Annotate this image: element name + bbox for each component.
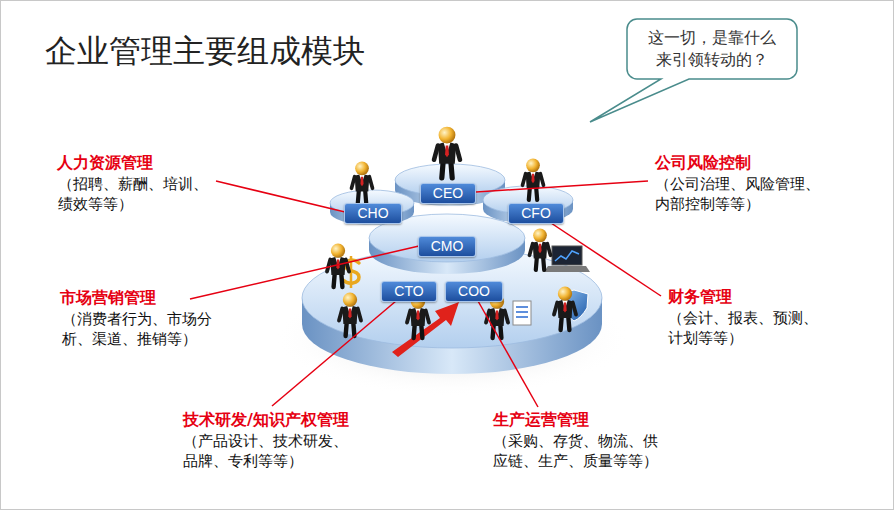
callout-text: （产品设计、技术研发、 品牌、专利等等） — [183, 431, 359, 471]
node-text: CHO — [345, 204, 400, 223]
document-icon — [513, 301, 531, 325]
node-text: CTO — [382, 282, 435, 301]
callout-text: （公司治理、风险管理、 内部控制等等） — [655, 174, 831, 214]
laptop-screen — [552, 246, 582, 265]
node-text: 这一切，是靠什么 来引领转动的？ — [641, 27, 783, 71]
leader-line — [551, 223, 661, 296]
callout-heading: 财务管理 — [668, 287, 732, 307]
figurine — [554, 287, 576, 330]
document-page — [513, 301, 531, 325]
leader-line — [272, 301, 396, 406]
role-box: COO — [445, 281, 503, 302]
leader-lines — [190, 181, 661, 407]
node-text: COO — [446, 282, 502, 301]
figurine — [339, 293, 361, 336]
node-text: CEO — [421, 184, 475, 203]
role-box: CMO — [418, 236, 477, 257]
callout-heading: 技术研发/知识产权管理 — [183, 410, 349, 430]
callout-heading: 市场营销管理 — [60, 288, 156, 308]
role-box: CFO — [508, 203, 564, 224]
laptop-base — [544, 266, 590, 272]
cho-disc — [330, 190, 414, 225]
speech-bubble: 这一切，是靠什么 来引领转动的？ — [627, 19, 797, 79]
figurine — [530, 229, 551, 270]
document-line — [516, 306, 528, 308]
callout-text: （消费者行为、市场分 析、渠道、推销等） — [62, 309, 222, 349]
node-text: CFO — [509, 204, 563, 223]
leader-line — [476, 181, 648, 192]
callout-text: （会计、报表、预测、 计划等等） — [668, 308, 828, 348]
bubble-shape — [590, 19, 797, 122]
figurine — [434, 127, 460, 178]
laptop-chart — [555, 251, 579, 261]
callout-text: （招聘、薪酬、培训、 绩效等等） — [58, 174, 218, 214]
slide-title: 企业管理主要组成模块 — [45, 31, 365, 71]
role-box: CHO — [344, 203, 401, 224]
document-line — [516, 316, 528, 318]
callout-heading: 人力资源管理 — [57, 153, 153, 173]
node-text: CMO — [419, 237, 476, 256]
role-box: CTO — [381, 281, 436, 302]
document-line — [516, 311, 528, 313]
leader-line — [216, 181, 345, 212]
figurine — [523, 159, 544, 200]
callout-text: （采购、存货、物流、供 应链、生产、质量等等） — [493, 431, 669, 471]
role-box: CEO — [420, 183, 476, 204]
callout-heading: 生产运营管理 — [493, 410, 589, 430]
callout-heading: 公司风险控制 — [655, 153, 751, 173]
leader-line — [478, 301, 538, 407]
figurine — [352, 162, 373, 203]
